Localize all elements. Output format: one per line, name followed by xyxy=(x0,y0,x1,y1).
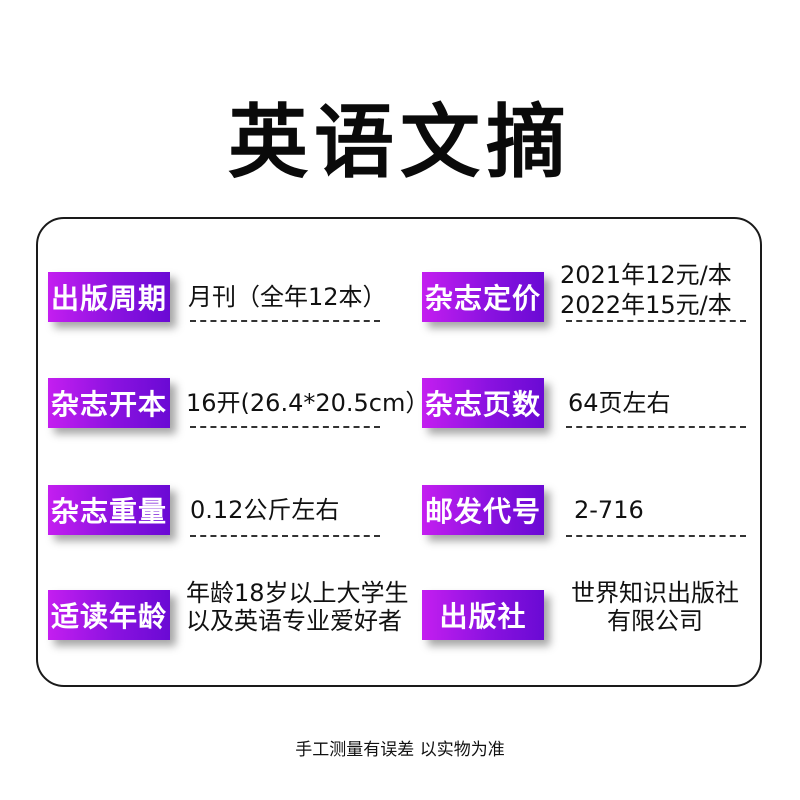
dashed-underline xyxy=(566,426,746,428)
value-publisher-line1: 世界知识出版社 xyxy=(571,579,739,607)
label-reader-age: 适读年龄 xyxy=(48,590,170,640)
page-title: 英语文摘 xyxy=(228,96,572,189)
label-magazine-price: 杂志定价 xyxy=(422,272,544,322)
label-postal-code: 邮发代号 xyxy=(422,485,544,535)
label-publication-cycle: 出版周期 xyxy=(48,272,170,322)
value-magazine-weight: 0.12公斤左右 xyxy=(190,496,340,524)
dashed-underline xyxy=(566,320,746,322)
dashed-underline xyxy=(190,535,380,537)
info-card xyxy=(36,217,762,687)
label-magazine-format: 杂志开本 xyxy=(48,378,170,428)
value-publication-cycle: 月刊（全年12本） xyxy=(188,283,387,311)
label-page-count: 杂志页数 xyxy=(422,378,544,428)
value-postal-code: 2-716 xyxy=(574,496,644,524)
footer-note: 手工测量有误差 以实物为准 xyxy=(295,740,505,760)
value-page-count: 64页左右 xyxy=(568,389,671,417)
dashed-underline xyxy=(566,535,746,537)
value-publisher-line2: 有限公司 xyxy=(607,607,703,635)
value-price-2022: 2022年15元/本 xyxy=(560,291,732,319)
label-magazine-weight: 杂志重量 xyxy=(48,485,170,535)
value-price-2021: 2021年12元/本 xyxy=(560,261,732,289)
label-publisher: 出版社 xyxy=(422,590,544,640)
value-reader-age-line1: 年龄18岁以上大学生 xyxy=(186,579,409,607)
dashed-underline xyxy=(190,320,380,322)
dashed-underline xyxy=(190,426,380,428)
value-magazine-format: 16开(26.4*20.5cm） xyxy=(186,389,430,417)
value-reader-age-line2: 以及英语专业爱好者 xyxy=(186,607,402,635)
